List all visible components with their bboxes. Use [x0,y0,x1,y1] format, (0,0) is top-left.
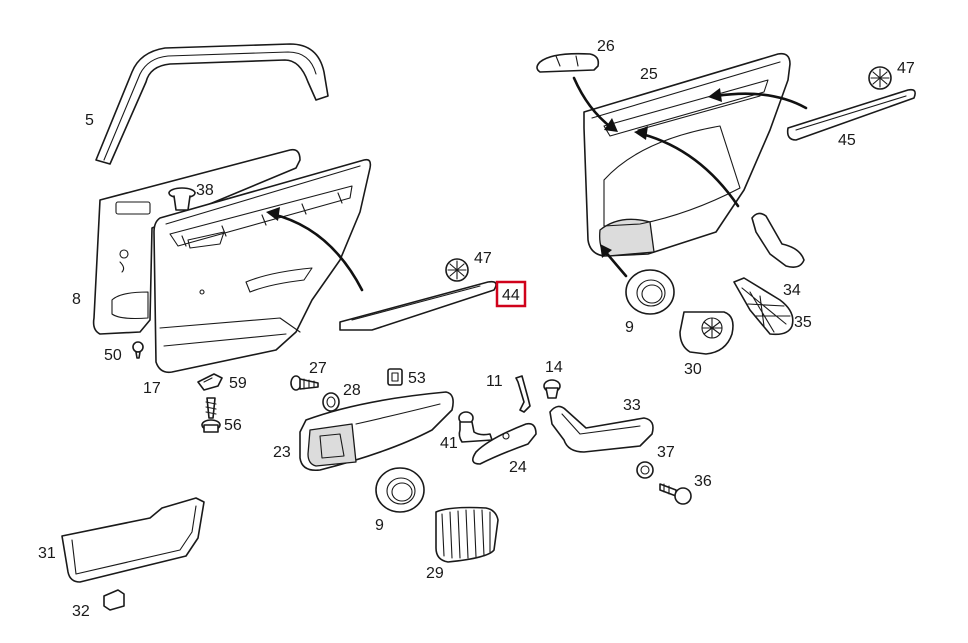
part-47-clip-right[interactable] [868,66,892,90]
label-14[interactable]: 14 [545,359,563,376]
part-47-clip-left[interactable] [445,258,469,282]
label-56[interactable]: 56 [224,417,242,434]
arrow-26-to-25 [572,76,618,132]
label-17[interactable]: 17 [143,380,161,397]
label-59[interactable]: 59 [229,375,247,392]
part-36-screw[interactable] [659,483,692,505]
arrow-44-to-17 [266,207,364,292]
part-34-handle[interactable] [751,212,805,268]
label-9-right[interactable]: 9 [625,319,634,336]
label-30[interactable]: 30 [684,361,702,378]
label-5[interactable]: 5 [85,112,94,129]
label-29[interactable]: 29 [426,565,444,582]
label-50[interactable]: 50 [104,347,122,364]
part-5-frame-trim[interactable] [95,43,329,165]
label-45[interactable]: 45 [838,132,856,149]
part-30-speaker-cover[interactable] [679,311,734,355]
part-23-armrest[interactable] [299,391,454,472]
part-38-clip[interactable] [168,187,196,211]
part-9-speaker-ring-bottom[interactable] [375,467,425,513]
part-44-trim-strip[interactable] [339,280,497,331]
label-36[interactable]: 36 [694,473,712,490]
arrow-45-to-25 [708,88,808,110]
part-33-armrest[interactable] [549,405,654,453]
arrow-9-to-25 [600,244,628,278]
label-25[interactable]: 25 [640,66,658,83]
part-56-screw[interactable] [201,397,221,433]
part-29-grille[interactable] [435,506,499,563]
part-37-washer[interactable] [636,461,654,479]
label-24[interactable]: 24 [509,459,527,476]
part-59-clip[interactable] [197,373,223,391]
part-53-clip[interactable] [387,368,403,386]
part-45-trim-strip[interactable] [786,88,916,141]
part-31-lower-trim[interactable] [61,497,205,583]
label-34[interactable]: 34 [783,282,801,299]
part-27-screw[interactable] [290,375,319,391]
label-28[interactable]: 28 [343,382,361,399]
label-47-left[interactable]: 47 [474,250,492,267]
label-31[interactable]: 31 [38,545,56,562]
label-11[interactable]: 11 [486,373,503,390]
highlight-box [495,280,527,308]
part-50-screw[interactable] [132,341,144,359]
part-11-bracket[interactable] [515,375,531,413]
label-8[interactable]: 8 [72,291,81,308]
label-44[interactable]: 44 [502,287,520,304]
part-9-speaker-ring-right[interactable] [625,269,675,315]
label-53[interactable]: 53 [408,370,426,387]
label-33[interactable]: 33 [623,397,641,414]
part-41-bolt[interactable] [458,411,493,443]
label-38[interactable]: 38 [196,182,214,199]
part-8-door-panel[interactable] [92,148,301,335]
part-14-pin[interactable] [543,379,561,399]
part-35-mesh-bracket[interactable] [733,277,794,336]
part-24-handle-base[interactable] [472,422,537,465]
label-47-right[interactable]: 47 [897,60,915,77]
label-27[interactable]: 27 [309,360,327,377]
label-37[interactable]: 37 [657,444,675,461]
part-26-trim[interactable] [536,52,600,73]
label-9-bottom[interactable]: 9 [375,517,384,534]
label-26[interactable]: 26 [597,38,615,55]
part-32-clip[interactable] [103,589,125,611]
label-41[interactable]: 41 [440,435,458,452]
part-labels: 5 38 8 50 17 59 56 27 28 53 23 41 11 14 … [38,38,915,620]
label-32[interactable]: 32 [72,603,90,620]
part-28-washer[interactable] [322,392,340,412]
label-23[interactable]: 23 [273,444,291,461]
arrow-34-to-25 [634,126,740,208]
label-35[interactable]: 35 [794,314,812,331]
part-17-door-trim-panel[interactable] [153,158,372,374]
